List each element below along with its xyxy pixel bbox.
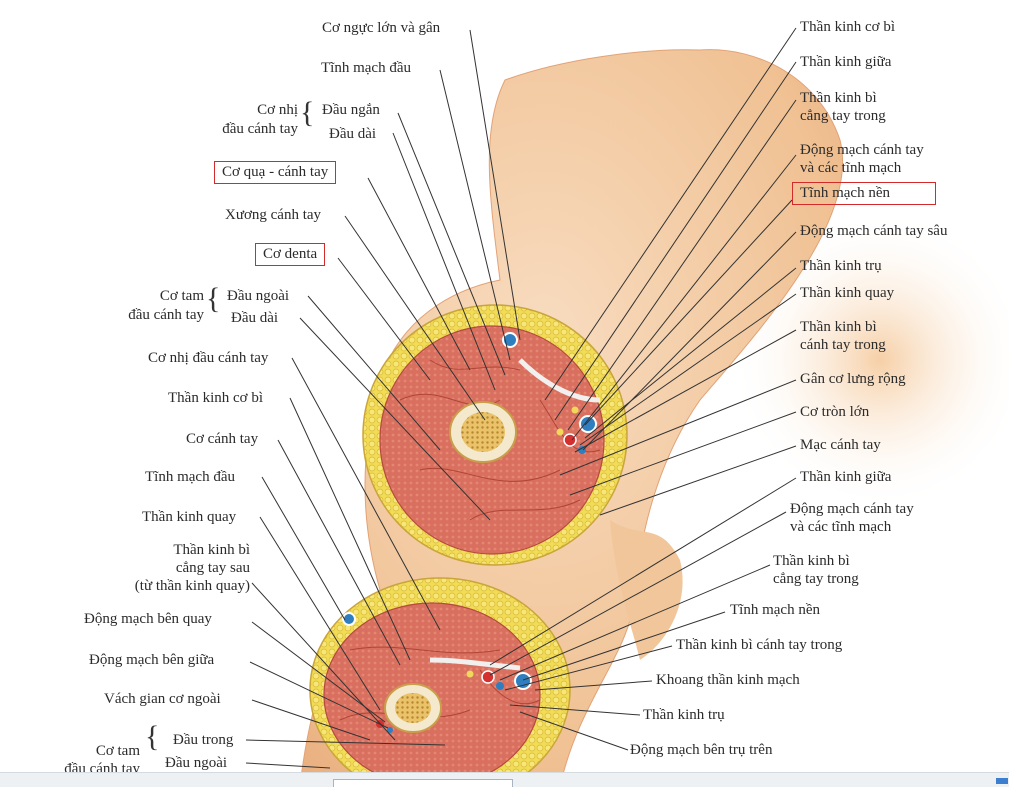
label-dau-canh-tay-2: đầu cánh tay bbox=[128, 307, 204, 323]
label-dm-canh-tay-1b: và các tĩnh mạch bbox=[800, 160, 902, 176]
label-co-tam: Cơ tam bbox=[159, 288, 204, 304]
label-dm-canh-tay-1a: Động mạch cánh tay bbox=[800, 142, 924, 158]
label-mac-canh-tay: Mạc cánh tay bbox=[800, 437, 881, 453]
label-dau-canh-tay-1: đầu cánh tay bbox=[222, 121, 298, 137]
label-dm-canh-tay-sau: Động mạch cánh tay sâu bbox=[800, 223, 948, 239]
label-tinh-mach-nen-2: Tĩnh mạch nền bbox=[730, 602, 820, 618]
label-dau-ngoai-2: Đầu ngoài bbox=[165, 755, 228, 771]
label-co-nhi: Cơ nhị bbox=[257, 102, 298, 118]
arm-skin-front bbox=[610, 520, 683, 660]
label-co-denta: Cơ denta bbox=[255, 243, 326, 266]
brace-co-tam-2: { bbox=[145, 720, 160, 753]
label-tinh-mach-dau-top: Tĩnh mạch đầu bbox=[321, 60, 411, 76]
label-tk-bi-cang-tay-trong-1b: cẳng tay trong bbox=[800, 108, 886, 124]
label-tk-bi-canh-tay-trong-b: cánh tay trong bbox=[800, 337, 886, 353]
label-dau-dai-2: Đầu dài bbox=[231, 310, 279, 326]
label-dm-ben-tru-tren: Động mạch bên trụ trên bbox=[630, 742, 773, 758]
label-tk-giua-2: Thần kinh giữa bbox=[800, 469, 892, 485]
label-tk-bi-cang-tay-trong-2b: cẳng tay trong bbox=[773, 571, 859, 587]
label-gan-co-lung-rong: Gân cơ lưng rộng bbox=[800, 371, 906, 387]
leader-lines-left bbox=[245, 29, 521, 769]
label-tk-co-bi-right: Thần kinh cơ bì bbox=[800, 19, 895, 35]
label-tk-bi-cang-tay-trong-1a: Thần kinh bì bbox=[800, 90, 877, 106]
label-tinh-mach-dau-low: Tĩnh mạch đầu bbox=[145, 469, 235, 485]
label-khoang-tk-mach: Khoang thần kinh mạch bbox=[656, 672, 800, 688]
label-tk-giua-1: Thần kinh giữa bbox=[800, 54, 892, 70]
skin-shadow bbox=[730, 210, 1009, 510]
label-co-tam-2: Cơ tam bbox=[95, 743, 140, 759]
label-dau-ngoai-1: Đầu ngoài bbox=[227, 288, 290, 304]
corner-indicator bbox=[996, 778, 1008, 784]
label-vach-gian-co-ngoai: Vách gian cơ ngoài bbox=[104, 691, 221, 707]
brace-co-tam: { bbox=[206, 282, 221, 315]
label-tk-quay-right: Thần kinh quay bbox=[800, 285, 895, 301]
label-dau-ngan: Đầu ngắn bbox=[322, 102, 380, 118]
label-dm-canh-tay-2a: Động mạch cánh tay bbox=[790, 501, 914, 517]
label-tk-bi-cang-tay-sau-2: cẳng tay sau bbox=[175, 560, 250, 576]
label-dm-canh-tay-2b: và các tĩnh mạch bbox=[790, 519, 892, 535]
label-tk-bi-cang-tay-sau-3: (từ thần kinh quay) bbox=[134, 578, 250, 594]
leader-lines-right bbox=[489, 27, 797, 751]
label-tk-bi-cang-tay-trong-2a: Thần kinh bì bbox=[773, 553, 850, 569]
brace-co-nhi: { bbox=[300, 96, 315, 129]
lower-cross-section bbox=[309, 577, 571, 786]
label-dau-dai-1: Đầu dài bbox=[329, 126, 377, 142]
upper-cross-section bbox=[362, 304, 628, 566]
label-tk-bi-canh-tay-trong-a: Thần kinh bì bbox=[800, 319, 877, 335]
label-xuong-canh-tay: Xương cánh tay bbox=[225, 207, 322, 223]
label-than-kinh-quay-left: Thần kinh quay bbox=[142, 509, 237, 525]
label-dau-trong: Đầu trong bbox=[173, 732, 234, 748]
label-co-nhi-dau-canh-tay: Cơ nhị đầu cánh tay bbox=[148, 350, 269, 366]
label-co-tron-lon: Cơ tròn lớn bbox=[800, 404, 870, 420]
label-tk-tru-2: Thần kinh trụ bbox=[643, 707, 725, 723]
label-tk-tru-1: Thần kinh trụ bbox=[800, 258, 882, 274]
label-tk-bi-canh-tay-trong-line: Thần kinh bì cánh tay trong bbox=[676, 637, 843, 653]
label-than-kinh-co-bi-left: Thần kinh cơ bì bbox=[168, 390, 263, 406]
label-dong-mach-ben-giua: Động mạch bên giữa bbox=[89, 652, 215, 668]
label-tk-bi-cang-tay-sau-1: Thần kinh bì bbox=[173, 542, 250, 558]
label-co-qua-canh-tay: Cơ quạ - cánh tay bbox=[214, 161, 337, 184]
label-dong-mach-ben-quay: Động mạch bên quay bbox=[84, 611, 212, 627]
horizontal-scrollbar-thumb[interactable] bbox=[333, 779, 513, 787]
label-co-canh-tay: Cơ cánh tay bbox=[186, 431, 259, 447]
label-tinh-mach-nen-1: Tĩnh mạch nền bbox=[792, 182, 936, 205]
label-co-nguc-lon: Cơ ngực lớn và gân bbox=[322, 20, 441, 36]
